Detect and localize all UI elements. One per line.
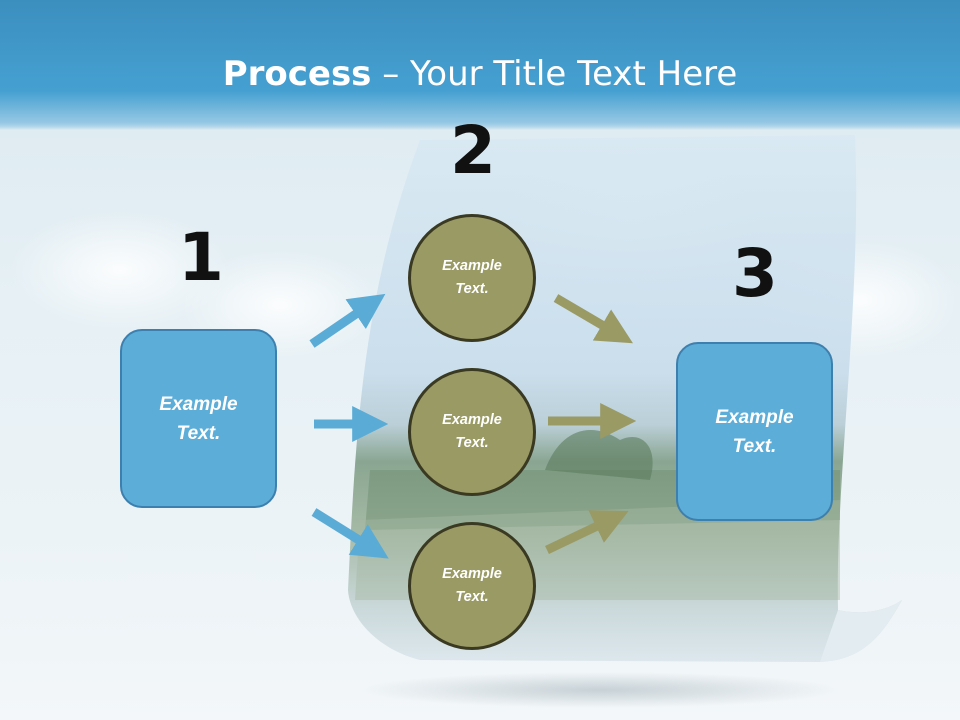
blue-arrow-down bbox=[311, 508, 389, 559]
circle-middle-text: Example Text. bbox=[442, 412, 502, 451]
circle-middle: Example Text. bbox=[408, 368, 536, 496]
olive-arrow-down bbox=[553, 294, 633, 344]
circle-top-text: Example Text. bbox=[442, 258, 502, 297]
title-bold: Process bbox=[222, 54, 372, 94]
step-number-2: 2 bbox=[450, 112, 496, 189]
circle-top: Example Text. bbox=[408, 214, 536, 342]
title-rest: – Your Title Text Here bbox=[371, 54, 738, 94]
step-3-box: Example Text. bbox=[676, 342, 833, 521]
step-number-3: 3 bbox=[732, 235, 778, 312]
step-3-text: Example Text. bbox=[715, 406, 794, 457]
blue-arrow-up bbox=[309, 293, 386, 348]
step-1-text: Example Text. bbox=[159, 393, 238, 444]
slide-title: Process – Your Title Text Here bbox=[0, 52, 960, 96]
circle-bottom: Example Text. bbox=[408, 522, 536, 650]
header-band bbox=[0, 0, 960, 130]
olive-arrow-up bbox=[545, 510, 629, 555]
circle-bottom-text: Example Text. bbox=[442, 566, 502, 605]
step-1-box: Example Text. bbox=[120, 329, 277, 508]
step-number-1: 1 bbox=[178, 219, 224, 296]
